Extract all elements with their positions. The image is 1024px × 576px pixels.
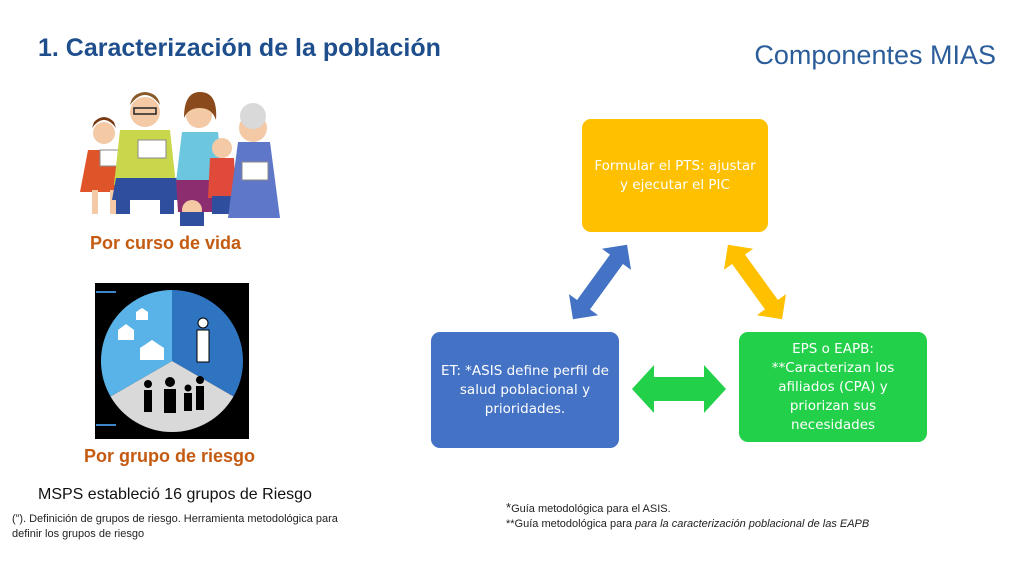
- box-formular-pts: Formular el PTS: ajustar y ejecutar el P…: [582, 119, 768, 232]
- box-formular-pts-text: Formular el PTS: ajustar y ejecutar el P…: [594, 157, 756, 193]
- box-et-asis-text: ET: *ASIS define perfil de salud poblaci…: [441, 362, 609, 417]
- risk-group-label: Por grupo de riesgo: [84, 446, 256, 466]
- section-title: Componentes MIAS: [754, 40, 996, 70]
- guide-note-asis: *Guía metodológica para el ASIS.: [506, 500, 671, 515]
- footnote-mark: (”).: [12, 513, 27, 525]
- risk-pie: [100, 290, 244, 433]
- arrow-yellow-double: [723, 244, 787, 320]
- box-eps-eapb-heading: EPS o EAPB:: [792, 340, 874, 357]
- left-footnote: (”). Definición de grupos de riesgo. Her…: [12, 512, 352, 542]
- family-figures: [80, 92, 280, 226]
- arrow-green-double: [632, 365, 726, 413]
- arrow-blue-double: [568, 244, 632, 320]
- person-icon: [196, 317, 210, 363]
- msps-text: MSPS estableció 16 grupos de Riesgo: [38, 486, 312, 503]
- box-eps-eapb: EPS o EAPB: **Caracterizan los afiliados…: [739, 332, 927, 442]
- life-course-label: Por curso de vida: [90, 233, 242, 253]
- house-icons: [118, 308, 164, 360]
- footnote-text: Definición de grupos de riesgo. Herramie…: [12, 513, 338, 540]
- page-title: 1. Caracterización de la población: [38, 34, 441, 62]
- guide-note-eapb: **Guía metodológica para para la caracte…: [506, 518, 870, 530]
- people-group-icon: [144, 376, 204, 413]
- box-et-asis: ET: *ASIS define perfil de salud poblaci…: [431, 332, 619, 448]
- box-eps-eapb-text: **Caracterizan los afiliados (CPA) y pri…: [771, 359, 895, 433]
- guide-notes: *Guía metodológica para el ASIS. **Guía …: [506, 500, 869, 532]
